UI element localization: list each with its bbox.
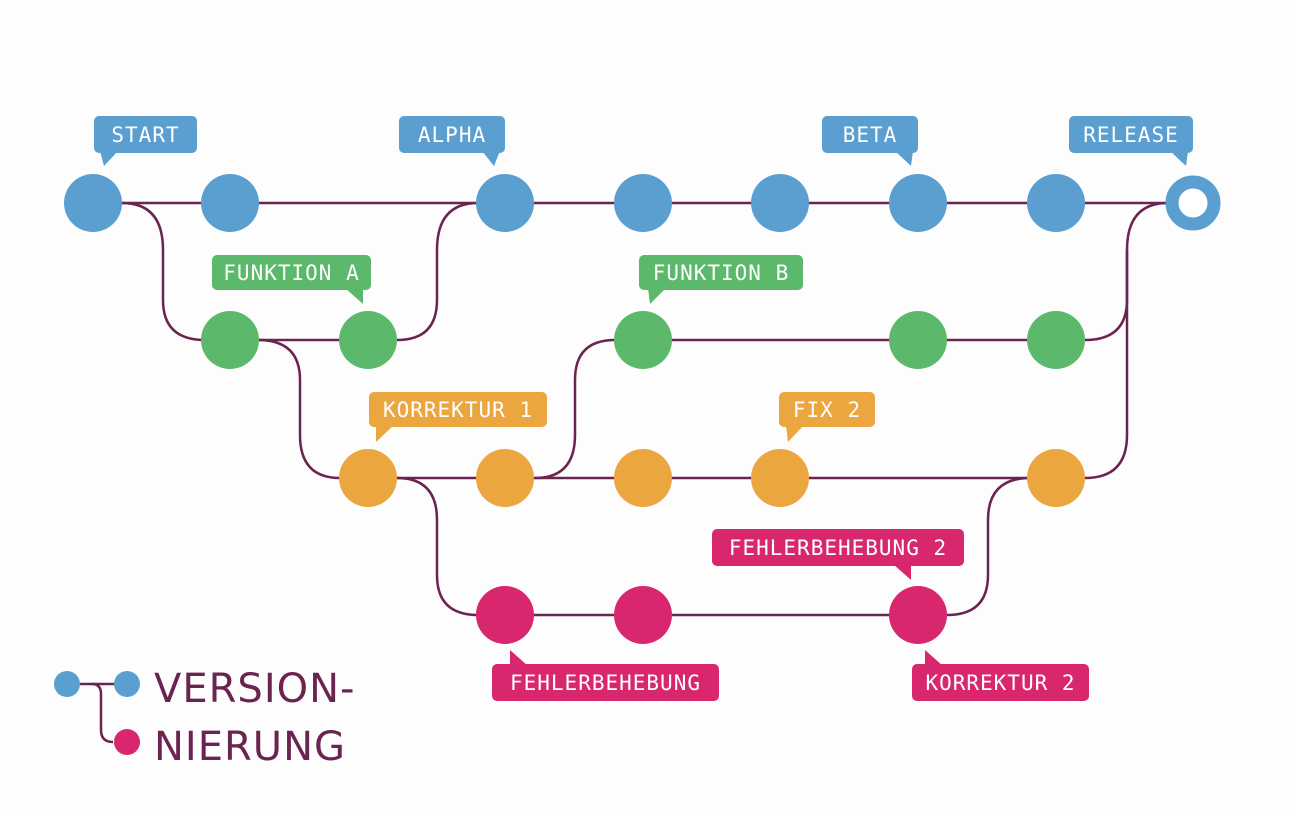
label-alpha-text: ALPHA [418,123,486,147]
label-fehlerbehebung: FEHLERBEHEBUNG [492,650,719,701]
logo-text-line2: NIERUNG [154,724,346,770]
label-korrektur-2: KORREKTUR 2 [912,650,1089,701]
label-fehlerbehebung-2-text: FEHLERBEHEBUNG 2 [729,536,947,560]
commit-node [1027,311,1085,369]
commit-node [201,174,259,232]
label-alpha: ALPHA [399,116,505,166]
connector-orange-greenb [534,338,616,480]
commit-node [751,449,809,507]
release-node [1165,175,1221,231]
label-start: START [94,116,197,166]
commit-node [1027,174,1085,232]
label-fehlerbehebung-text: FEHLERBEHEBUNG [510,671,701,695]
commit-node [751,174,809,232]
connector-green-orange [257,338,341,480]
commit-node [889,311,947,369]
commit-node [339,449,397,507]
commit-node [476,586,534,644]
label-fix-2: FIX 2 [779,392,875,442]
label-funktion-a-text: FUNKTION A [223,261,359,285]
commit-node [614,311,672,369]
commit-node [889,174,947,232]
label-beta-text: BETA [843,123,898,147]
bugfix-branch-commits [476,586,947,644]
logo: VERSION- NIERUNG [54,666,355,770]
commit-node [339,311,397,369]
logo-text-line1: VERSION- [154,666,355,712]
commit-node [476,174,534,232]
label-funktion-a: FUNKTION A [212,255,371,304]
commit-node [476,449,534,507]
label-funktion-b: FUNKTION B [639,255,803,304]
branch-icon [54,671,140,755]
label-release-text: RELEASE [1083,123,1179,147]
connector-pink-orange [946,476,1031,617]
label-start-text: START [111,123,179,147]
commit-node [614,449,672,507]
label-funktion-b-text: FUNKTION B [653,261,789,285]
commit-node [614,174,672,232]
fix-branch-commits [339,449,1085,507]
connector-green-alpha [396,201,479,342]
connector-orange-release [1084,250,1129,480]
label-release: RELEASE [1069,116,1193,166]
label-korrektur-1-text: KORREKTUR 1 [383,398,533,422]
connector-orange-pink [396,476,479,617]
label-fix-2-text: FIX 2 [793,398,861,422]
label-korrektur-2-text: KORREKTUR 2 [925,671,1075,695]
connector-start-green [121,201,206,342]
commit-node [889,586,947,644]
label-fehlerbehebung-2: FEHLERBEHEBUNG 2 [712,529,964,580]
commit-node [614,586,672,644]
label-beta: BETA [822,116,918,166]
commit-node [1027,449,1085,507]
commit-node [201,311,259,369]
main-branch-commits [64,174,1085,232]
label-korrektur-1: KORREKTUR 1 [369,392,547,442]
feature-branch-commits [201,311,1085,369]
commit-node [64,174,122,232]
